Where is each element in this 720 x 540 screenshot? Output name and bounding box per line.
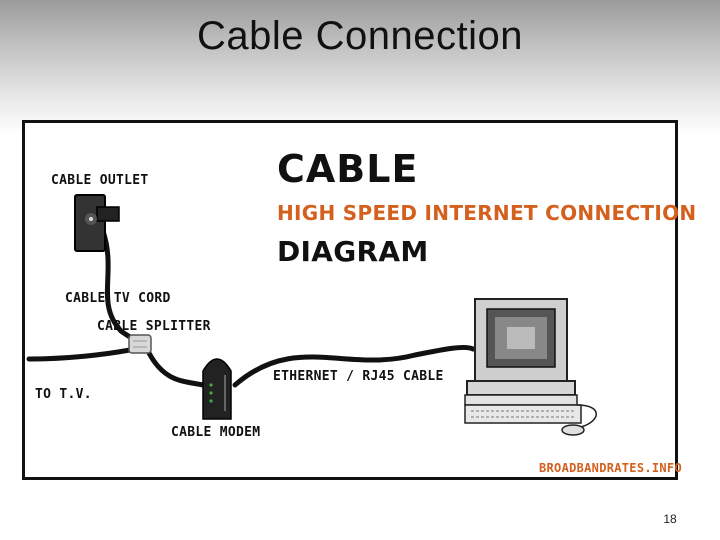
slide-title: Cable Connection (197, 14, 523, 58)
label-ethernet-cable: ETHERNET / RJ45 CABLE (273, 369, 444, 384)
splitter-to-modem-cable (146, 350, 206, 388)
label-cable-splitter: CABLE SPLITTER (97, 319, 211, 334)
label-cable-modem: CABLE MODEM (171, 425, 261, 440)
diagram-image: CABLE HIGH SPEED INTERNET CONNECTION DIA… (22, 120, 696, 480)
label-cable-outlet: CABLE OUTLET (51, 173, 149, 188)
diagram-heading-line3: DIAGRAM (277, 235, 429, 268)
diagram-heading: CABLE (277, 147, 419, 191)
label-to-tv: TO T.V. (35, 387, 92, 402)
to-tv-cable (26, 346, 138, 362)
cable-outlet (74, 194, 120, 252)
source-credit: BROADBANDRATES.INFO (539, 461, 682, 475)
page-number: 18 (663, 512, 677, 526)
cable-splitter (128, 334, 152, 354)
cable-modem (202, 358, 232, 420)
label-cable-tv-cord: CABLE TV CORD (65, 291, 171, 306)
ethernet-cable (232, 344, 476, 388)
diagram-subheading: HIGH SPEED INTERNET CONNECTION (277, 201, 697, 225)
diagram-artwork (26, 194, 597, 436)
desktop-computer (464, 298, 597, 436)
